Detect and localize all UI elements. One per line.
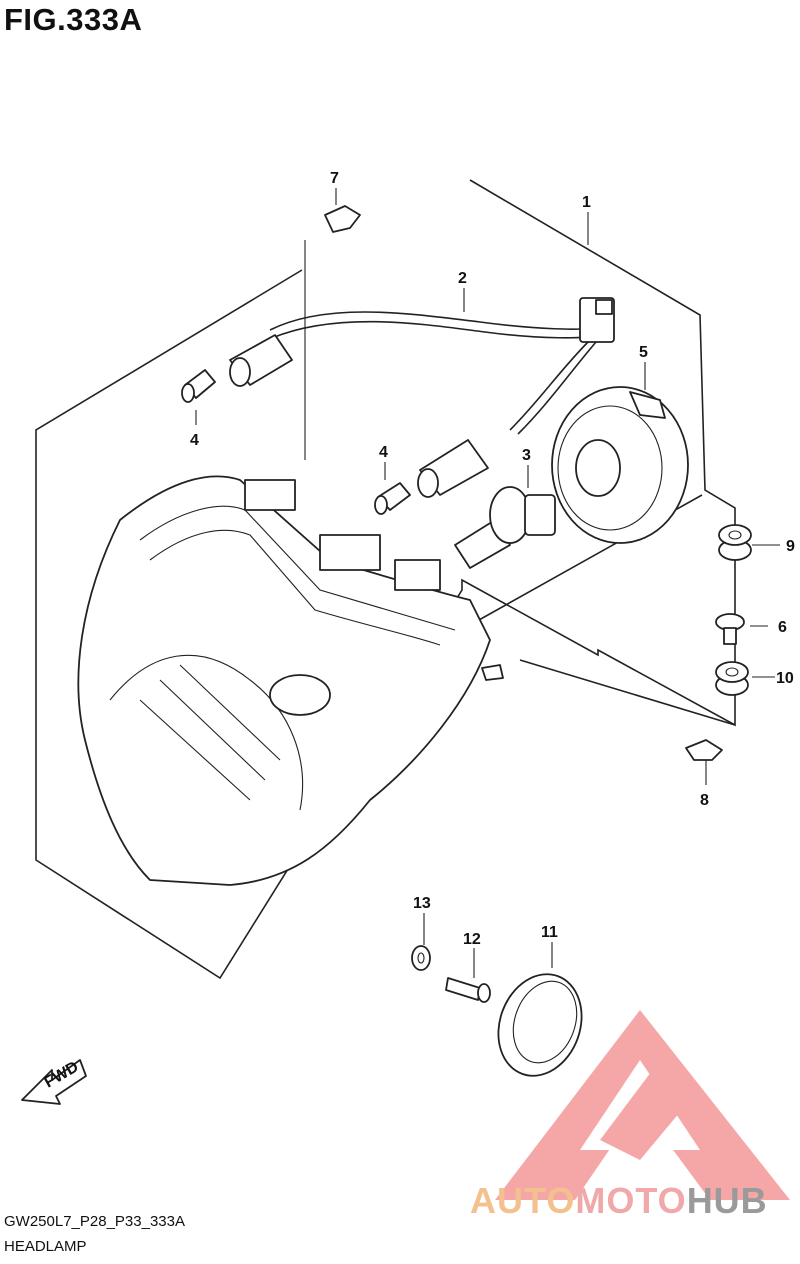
callout-2: 2 [458,270,467,287]
callout-9: 9 [786,538,795,555]
leader-lines [195,188,780,978]
figure-title: FIG.333A [4,2,143,37]
callout-11: 11 [541,924,558,941]
reflector-11 [497,973,583,1077]
dust-cover-5 [551,386,689,544]
callout-13: 13 [413,895,431,912]
bracket-line-lower [519,659,736,726]
callout-6: 6 [778,619,787,636]
callout-12: 12 [463,931,481,948]
bulb-4-left [181,369,216,403]
callout-8: 8 [700,792,709,809]
callout-1: 1 [582,194,591,211]
bolt-12 [445,977,491,1003]
model-code: GW250L7_P28_P33_333A [4,1213,185,1230]
figure-caption: HEADLAMP [4,1238,87,1255]
automotohub-logo-icon [495,1010,790,1200]
socket-4-right [417,439,489,498]
callout-3: 3 [522,447,531,464]
screw-6 [715,613,745,645]
watermark-brand: AUTOMOTOHUB [470,1180,768,1222]
callout-4-left: 4 [190,432,199,449]
brand-hub: HUB [686,1180,768,1221]
assembly-outline [35,179,736,980]
brand-auto: AUTO [470,1180,576,1221]
brand-moto: MOTO [575,1180,687,1221]
grommet-9 [718,524,752,561]
wiring-harness-2 [229,297,615,435]
fwd-arrow-icon: FWD [21,1059,87,1105]
bulb-4-right [374,482,411,515]
clip-7 [324,205,361,233]
callout-7: 7 [330,170,339,187]
grommet-10 [715,661,749,696]
callout-5: 5 [639,344,648,361]
callout-10: 10 [776,670,794,687]
main-bulb-3 [454,486,556,569]
clip-8 [685,739,723,761]
headlamp-housing-1 [77,475,504,886]
callout-4-right: 4 [379,444,388,461]
washer-13 [411,945,431,971]
